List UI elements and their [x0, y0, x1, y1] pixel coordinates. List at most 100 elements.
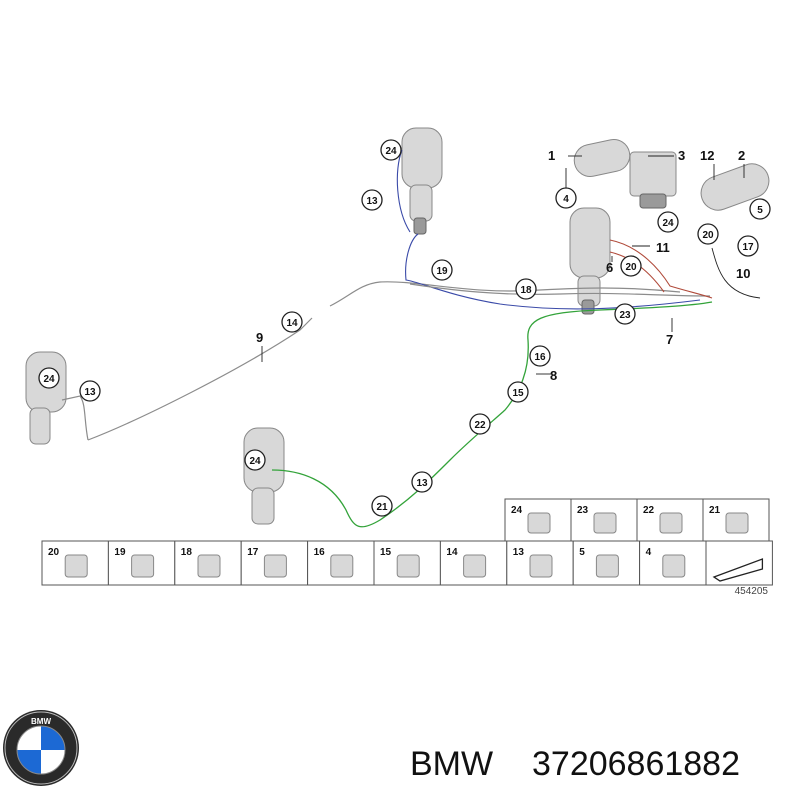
catalog-cell-bottom-10: [705, 540, 773, 586]
catalog-part-icon: [64, 554, 88, 578]
svg-text:20: 20: [625, 262, 637, 273]
catalog-part-icon: [725, 512, 749, 534]
catalog-part-icon: [396, 554, 420, 578]
bubble-20-right: 20: [697, 223, 719, 245]
svg-text:22: 22: [474, 420, 486, 431]
air-spring-left: [25, 351, 67, 445]
svg-text:17: 17: [742, 242, 754, 253]
callout-6: 6: [606, 260, 613, 275]
catalog-cell-top-3: 21: [702, 498, 770, 542]
catalog-cell-bottom-4: 16: [307, 540, 375, 586]
air-spring-right: [569, 207, 611, 315]
svg-text:13: 13: [84, 387, 96, 398]
catalog-label: 15: [380, 547, 392, 558]
bmw-logo: BMW: [3, 710, 79, 786]
catalog-label: 16: [314, 547, 326, 558]
catalog-label: 21: [709, 505, 721, 516]
rear-air-spring-top: [401, 127, 443, 235]
bubble-13-left: 13: [79, 380, 101, 402]
bubble-24-top: 24: [380, 139, 402, 161]
catalog-part-icon: [593, 512, 617, 534]
catalog-cell-bottom-3: 17: [240, 540, 309, 586]
svg-text:15: 15: [512, 388, 524, 399]
catalog-label: 23: [577, 505, 589, 516]
svg-text:24: 24: [249, 456, 261, 467]
catalog-part-icon: [131, 554, 155, 578]
catalog-label: 13: [513, 547, 525, 558]
diagram-ref-number: 454205: [735, 586, 769, 597]
callout-9: 9: [256, 330, 263, 345]
pressure-reservoir-2: [700, 163, 770, 211]
svg-text:14: 14: [286, 318, 298, 329]
svg-text:24: 24: [662, 218, 674, 229]
catalog-cell-bottom-7: 13: [506, 540, 574, 586]
arrow-icon: [712, 558, 764, 582]
catalog-part-icon: [330, 554, 354, 578]
catalog-label: 22: [643, 505, 655, 516]
catalog-cell-bottom-5: 15: [373, 540, 441, 586]
bubble-19: 19: [431, 259, 453, 281]
bubble-24-right: 24: [657, 211, 679, 233]
svg-text:23: 23: [619, 310, 631, 321]
catalog-part-icon: [463, 554, 487, 578]
catalog-label: 20: [48, 547, 60, 558]
bubble-14: 14: [281, 311, 303, 333]
callout-8: 8: [550, 368, 557, 383]
svg-text:13: 13: [366, 196, 378, 207]
catalog-part-icon: [197, 554, 221, 578]
callout-3: 3: [678, 148, 685, 163]
svg-text:BMW: BMW: [31, 717, 51, 726]
callout-11: 11: [656, 240, 670, 255]
catalog-label: 5: [579, 547, 585, 558]
catalog-cell-bottom-2: 18: [174, 540, 242, 586]
svg-text:4: 4: [563, 194, 569, 205]
catalog-part-icon: [527, 512, 551, 534]
catalog-label: 19: [114, 547, 126, 558]
callout-1: 1: [548, 148, 555, 163]
callouts-circled: 24 13 19 18 14 4 24 5 20 17 20 23 24 13 …: [38, 139, 771, 517]
catalog-cell-bottom-6: 14: [439, 540, 508, 586]
brand-name: BMW: [410, 745, 493, 783]
svg-text:5: 5: [757, 205, 763, 216]
air-lines: [61, 149, 761, 528]
catalog-part-icon: [529, 554, 553, 578]
compressor-unit: [629, 151, 677, 209]
svg-text:18: 18: [520, 285, 532, 296]
catalog-part-icon: [659, 512, 683, 534]
bubble-23: 23: [614, 303, 636, 325]
pressure-reservoir-1: [573, 139, 631, 177]
catalog-label: 18: [181, 547, 193, 558]
bubble-15: 15: [507, 381, 529, 403]
catalog-cell-bottom-1: 19: [107, 540, 176, 586]
bubble-24-left: 24: [38, 367, 60, 389]
bubble-13-bottom: 13: [411, 471, 433, 493]
leader-lines: [261, 155, 745, 375]
bubble-21: 21: [371, 495, 393, 517]
catalog-part-icon: [662, 554, 686, 578]
parts-catalog-grid: 24 23 22 21 20 19 18 17 16 15 14 13 5 4: [41, 498, 773, 586]
svg-text:20: 20: [702, 230, 714, 241]
bubble-22: 22: [469, 413, 491, 435]
bubble-24-bottom: 24: [244, 449, 266, 471]
svg-text:13: 13: [416, 478, 428, 489]
callout-7: 7: [666, 332, 673, 347]
bubble-18: 18: [515, 278, 537, 300]
bubble-17: 17: [737, 235, 759, 257]
catalog-label: 24: [511, 505, 523, 516]
catalog-part-icon: [595, 554, 619, 578]
svg-text:24: 24: [43, 374, 55, 385]
callout-12: 12: [700, 148, 714, 163]
catalog-label: 17: [247, 547, 259, 558]
bubble-5: 5: [749, 198, 771, 220]
callout-10: 10: [736, 266, 750, 281]
catalog-cell-bottom-0: 20: [41, 540, 109, 586]
callouts-plain: 1 3 12 2 11 6 10 9 7 8: [256, 148, 750, 383]
catalog-cell-top-0: 24: [504, 498, 572, 542]
part-number: 37206861882: [532, 745, 740, 783]
catalog-cell-bottom-9: 4: [639, 540, 707, 586]
bubble-4: 4: [555, 187, 577, 209]
svg-text:24: 24: [385, 146, 397, 157]
svg-text:21: 21: [376, 502, 388, 513]
catalog-label: 14: [446, 547, 458, 558]
